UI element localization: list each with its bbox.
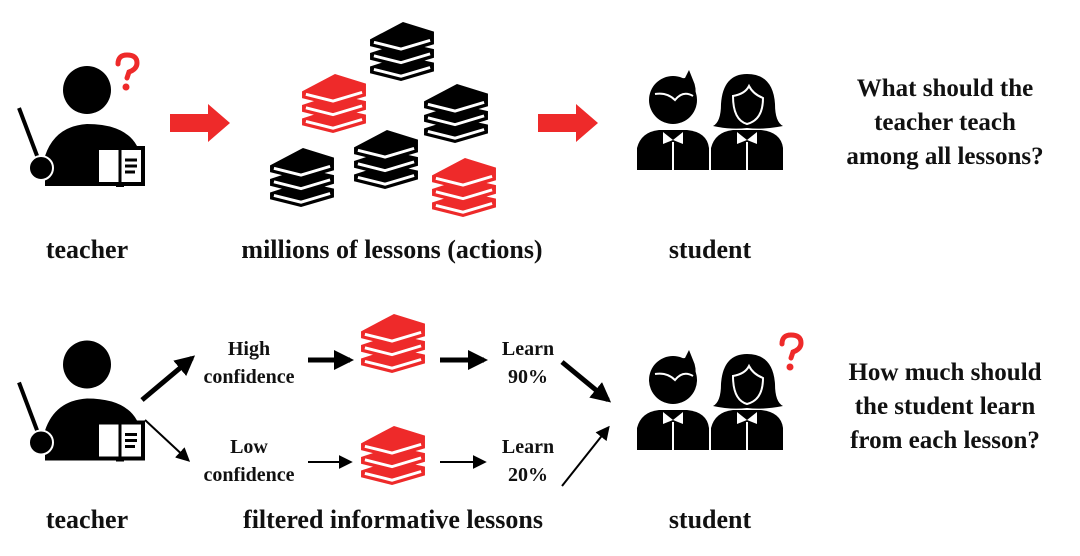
arrow-icon bbox=[538, 104, 598, 142]
question-line: from each lesson? bbox=[850, 427, 1040, 454]
low-confidence-label: Low bbox=[230, 436, 268, 458]
lessons-label: millions of lessons (actions) bbox=[241, 235, 542, 264]
book-stack-icon bbox=[368, 20, 436, 82]
question-mark-icon bbox=[782, 335, 801, 371]
question-line: the student learn bbox=[855, 393, 1036, 420]
arrow-icon bbox=[561, 425, 610, 487]
arrow-icon bbox=[170, 104, 230, 142]
book-stack-icon bbox=[268, 146, 336, 208]
learn-high-value: 90% bbox=[508, 366, 548, 388]
book-stack-icon bbox=[300, 72, 368, 134]
question-line: What should the bbox=[857, 75, 1033, 102]
students-icon bbox=[636, 350, 784, 450]
arrow-icon bbox=[140, 355, 196, 402]
question-line: among all lessons? bbox=[846, 143, 1043, 170]
teacher-label: teacher bbox=[46, 505, 128, 534]
teacher-icon bbox=[19, 341, 143, 462]
teacher-label: teacher bbox=[46, 235, 128, 264]
student-label: student bbox=[669, 505, 752, 534]
students-icon bbox=[636, 70, 784, 170]
low-confidence-label: confidence bbox=[203, 464, 294, 486]
high-confidence-label: confidence bbox=[203, 366, 294, 388]
arrow-icon bbox=[144, 419, 191, 462]
lessons-label: filtered informative lessons bbox=[243, 505, 543, 534]
question-line: How much should bbox=[848, 359, 1041, 386]
book-stack-icon bbox=[430, 156, 498, 218]
high-confidence-label: High bbox=[228, 338, 270, 360]
book-stack-icon bbox=[422, 82, 490, 144]
question-mark-icon bbox=[118, 55, 137, 91]
learn-low-value: 20% bbox=[508, 464, 548, 486]
student-label: student bbox=[669, 235, 752, 264]
question-line: teacher teach bbox=[874, 109, 1016, 136]
book-stack-icon bbox=[359, 312, 427, 374]
learn-low-label: Learn bbox=[502, 436, 554, 458]
learn-high-label: Learn bbox=[502, 338, 554, 360]
arrow-icon bbox=[560, 360, 612, 403]
book-stack-icon bbox=[352, 128, 420, 190]
book-stack-icon bbox=[359, 424, 427, 486]
